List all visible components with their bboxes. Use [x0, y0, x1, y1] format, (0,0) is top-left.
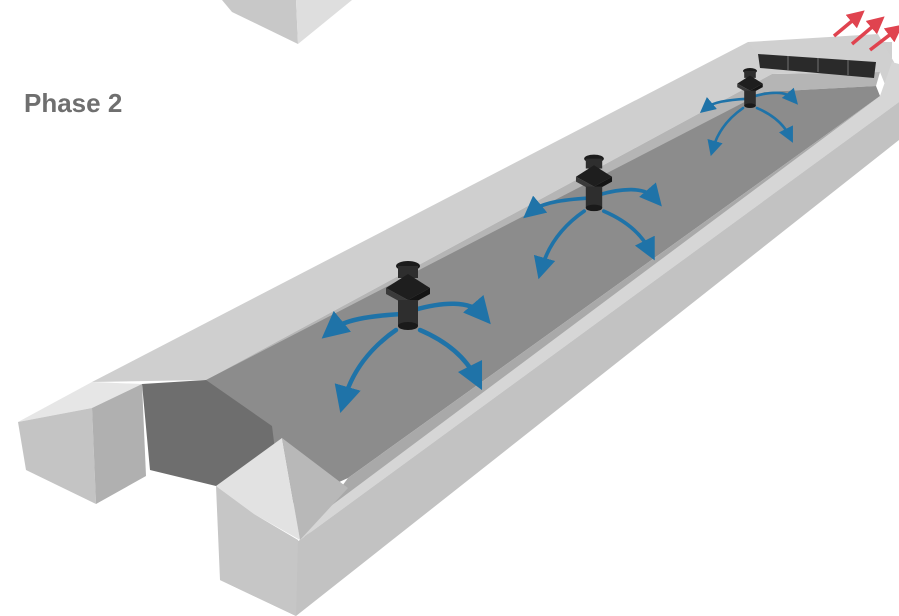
airflow-arrow-icon: [321, 310, 405, 339]
left-block-top: [18, 382, 142, 422]
airflow-arrows: [523, 182, 662, 280]
ceiling-fan-icon: [575, 154, 613, 212]
left-block-side: [92, 384, 146, 504]
airflow-arrow-icon: [755, 106, 793, 143]
airflow-arrow-icon: [707, 106, 745, 157]
right-block-top: [216, 438, 300, 540]
back-wall-top: [92, 42, 892, 382]
airflow-arrow-icon: [523, 195, 591, 219]
exhaust-arrow-icon: [868, 24, 899, 52]
fans-layer: [321, 68, 799, 413]
airflow-arrow-icon: [601, 209, 655, 261]
airflow-arrow-icon: [417, 327, 483, 391]
right-block-inner: [282, 438, 348, 540]
front-wall-outer: [220, 102, 899, 616]
floor: [206, 86, 880, 508]
front-wall-top: [300, 62, 899, 540]
fan-unit: [523, 154, 662, 280]
airflow-arrow-icon: [699, 97, 748, 114]
left-block-front: [18, 408, 96, 504]
ceiling-fan-icon: [737, 68, 763, 109]
airflow-arrow-icon: [752, 87, 799, 105]
airflow-arrow-icon: [334, 327, 399, 413]
building: [18, 34, 899, 616]
exhaust-arrow-icon: [850, 16, 885, 46]
airflow-arrows: [321, 294, 491, 413]
ceiling-fan-icon: [386, 261, 430, 330]
airflow-arrow-icon: [597, 182, 662, 207]
airflow-arrow-icon: [411, 294, 491, 325]
right-block-front: [216, 486, 298, 616]
fan-unit: [699, 68, 799, 157]
airflow-arrow-icon: [533, 209, 587, 280]
upper-wall-fragment: [222, 0, 352, 44]
exhaust-arrows: [832, 10, 899, 52]
exhaust-vent-icon: [758, 54, 876, 78]
phase-title: Phase 2: [24, 88, 123, 118]
fan-unit: [321, 261, 491, 413]
airflow-arrows: [699, 87, 799, 157]
exhaust-arrow-icon: [832, 10, 865, 38]
